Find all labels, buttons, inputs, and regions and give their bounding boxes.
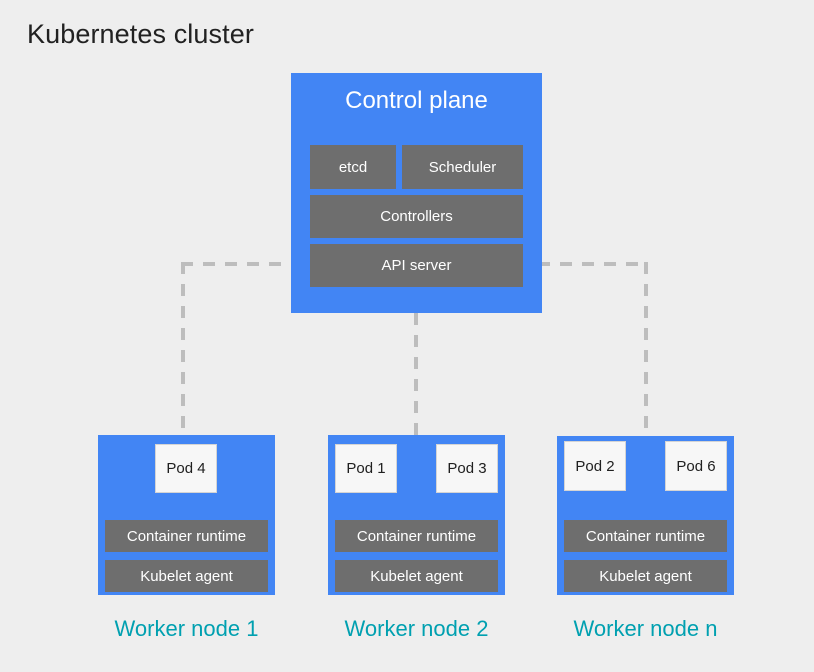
worker-node-1-container-runtime[interactable]: Container runtime bbox=[105, 520, 268, 552]
worker-node-2-kubelet-agent[interactable]: Kubelet agent bbox=[335, 560, 498, 592]
worker-node-1-label: Worker node 1 bbox=[114, 616, 259, 641]
connector-api-to-workern-vertical bbox=[644, 262, 648, 436]
worker-node-1-pod-4[interactable]: Pod 4 bbox=[155, 444, 217, 493]
worker-node-n-kubelet-agent[interactable]: Kubelet agent bbox=[564, 560, 727, 592]
worker-node-2-container-runtime[interactable]: Container runtime bbox=[335, 520, 498, 552]
worker-node-2-pod-3[interactable]: Pod 3 bbox=[436, 444, 498, 493]
connector-api-to-workern-horizontal bbox=[538, 262, 648, 266]
connector-api-to-worker1-vertical bbox=[181, 262, 185, 436]
worker-node-2-label: Worker node 2 bbox=[344, 616, 489, 641]
control-plane-component-api-server[interactable]: API server bbox=[310, 244, 523, 287]
connector-workern-corner bbox=[644, 262, 648, 267]
connector-api-to-worker2-vertical bbox=[414, 313, 418, 436]
worker-node-n-pod-6[interactable]: Pod 6 bbox=[665, 441, 727, 491]
worker-node-2-pod-1[interactable]: Pod 1 bbox=[335, 444, 397, 493]
control-plane-title: Control plane bbox=[345, 87, 488, 114]
page-title: Kubernetes cluster bbox=[27, 19, 254, 49]
control-plane-component-controllers[interactable]: Controllers bbox=[310, 195, 523, 238]
control-plane-component-scheduler[interactable]: Scheduler bbox=[402, 145, 523, 189]
worker-node-n-pod-2[interactable]: Pod 2 bbox=[564, 441, 626, 491]
worker-node-1-kubelet-agent[interactable]: Kubelet agent bbox=[105, 560, 268, 592]
worker-node-n-label: Worker node n bbox=[573, 616, 718, 641]
worker-node-n-container-runtime[interactable]: Container runtime bbox=[564, 520, 727, 552]
control-plane-component-etcd[interactable]: etcd bbox=[310, 145, 396, 189]
connector-api-to-worker1-horizontal bbox=[181, 262, 295, 266]
